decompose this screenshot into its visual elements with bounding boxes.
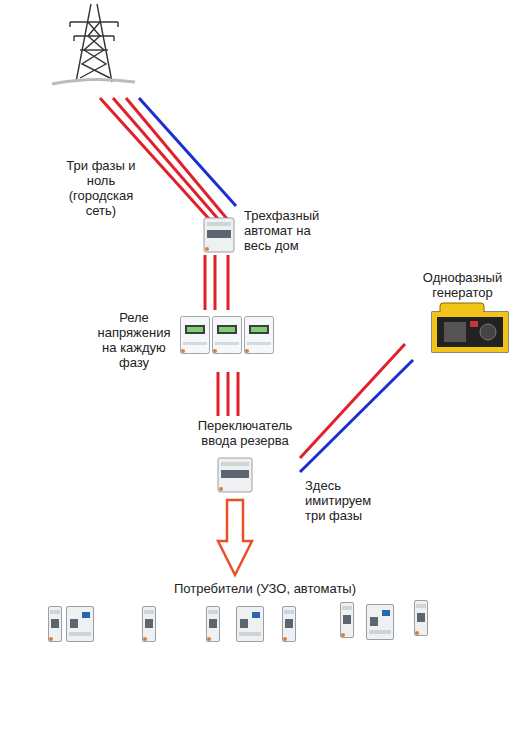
device-caption: Реле напряжения на каждую фазу	[90, 310, 178, 370]
consumer-breakers	[49, 601, 428, 642]
phase-wire	[204, 255, 207, 310]
device-caption: Потребители (УЗО, автоматы)	[40, 581, 490, 596]
ground	[52, 79, 135, 84]
phase-wire	[227, 255, 230, 310]
power-tower	[70, 4, 118, 82]
device-caption: Однофазный генератор	[405, 270, 520, 300]
voltage-relays	[181, 317, 274, 354]
device-caption: Переключатель ввода резерва	[190, 418, 300, 448]
wire-connector	[300, 344, 413, 472]
wire-connector	[218, 500, 252, 575]
wire-connector	[218, 372, 238, 416]
device-node: Потребители (УЗО, автоматы)	[40, 575, 490, 650]
wire-connector	[205, 255, 228, 310]
device-node: Реле напряжения на каждую фазу	[90, 310, 280, 372]
flow-arrow	[218, 500, 252, 575]
phase-wire	[214, 255, 217, 310]
phase-wire	[300, 344, 405, 458]
transfer-switch	[218, 458, 252, 492]
three-pole-breaker	[204, 218, 234, 252]
phase-wire	[227, 372, 230, 416]
note-label: Здесь имитируем три фазы	[305, 478, 395, 523]
phase-wire	[217, 372, 220, 416]
device-caption: Трехфазный автомат на весь дом	[244, 208, 334, 253]
device-node: Переключатель ввода резерва	[190, 416, 300, 496]
device-node: Трехфазный автомат на весь дом	[200, 205, 335, 255]
neutral-wire	[300, 360, 413, 472]
generator	[432, 303, 508, 352]
phase-wire	[237, 372, 240, 416]
device-node: Однофазный генератор	[405, 270, 520, 360]
note-label: Три фазы и ноль (городская сеть)	[60, 158, 142, 218]
